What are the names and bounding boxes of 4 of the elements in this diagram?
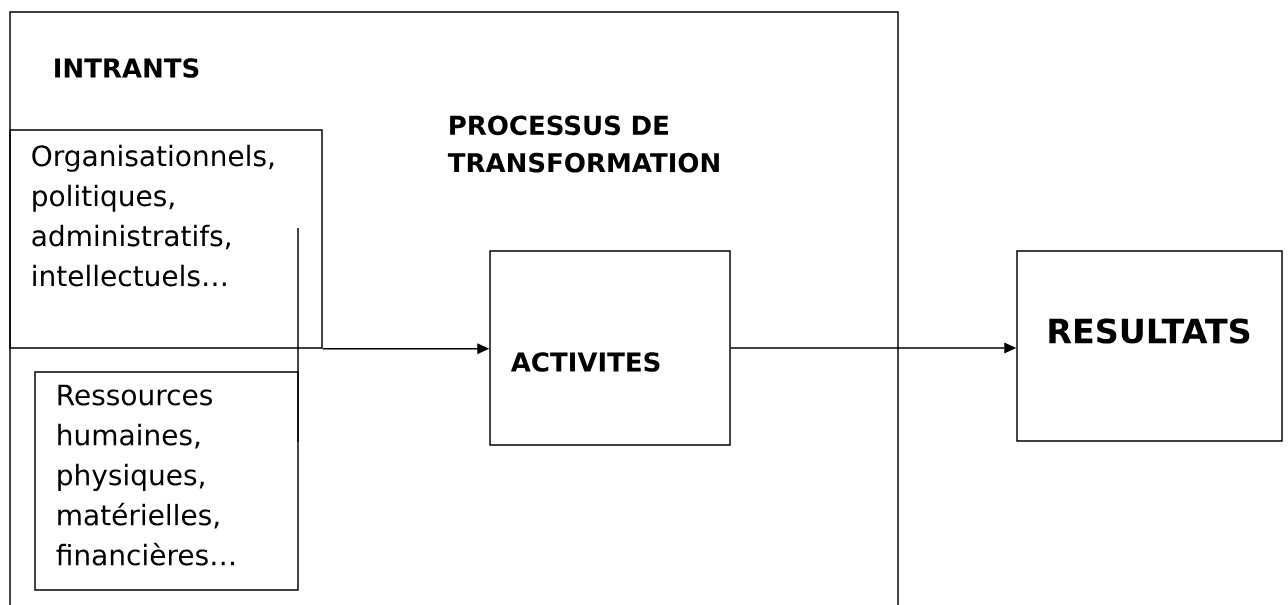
process-box: ACTIVITES [489,250,731,446]
result-box: RESULTATS [1016,250,1283,442]
input-box: Ressources humaines, physiques, matérielles, financières… [34,371,299,591]
input-box: Organisationnels, politiques, administratifs, intellectuels… [9,129,323,349]
